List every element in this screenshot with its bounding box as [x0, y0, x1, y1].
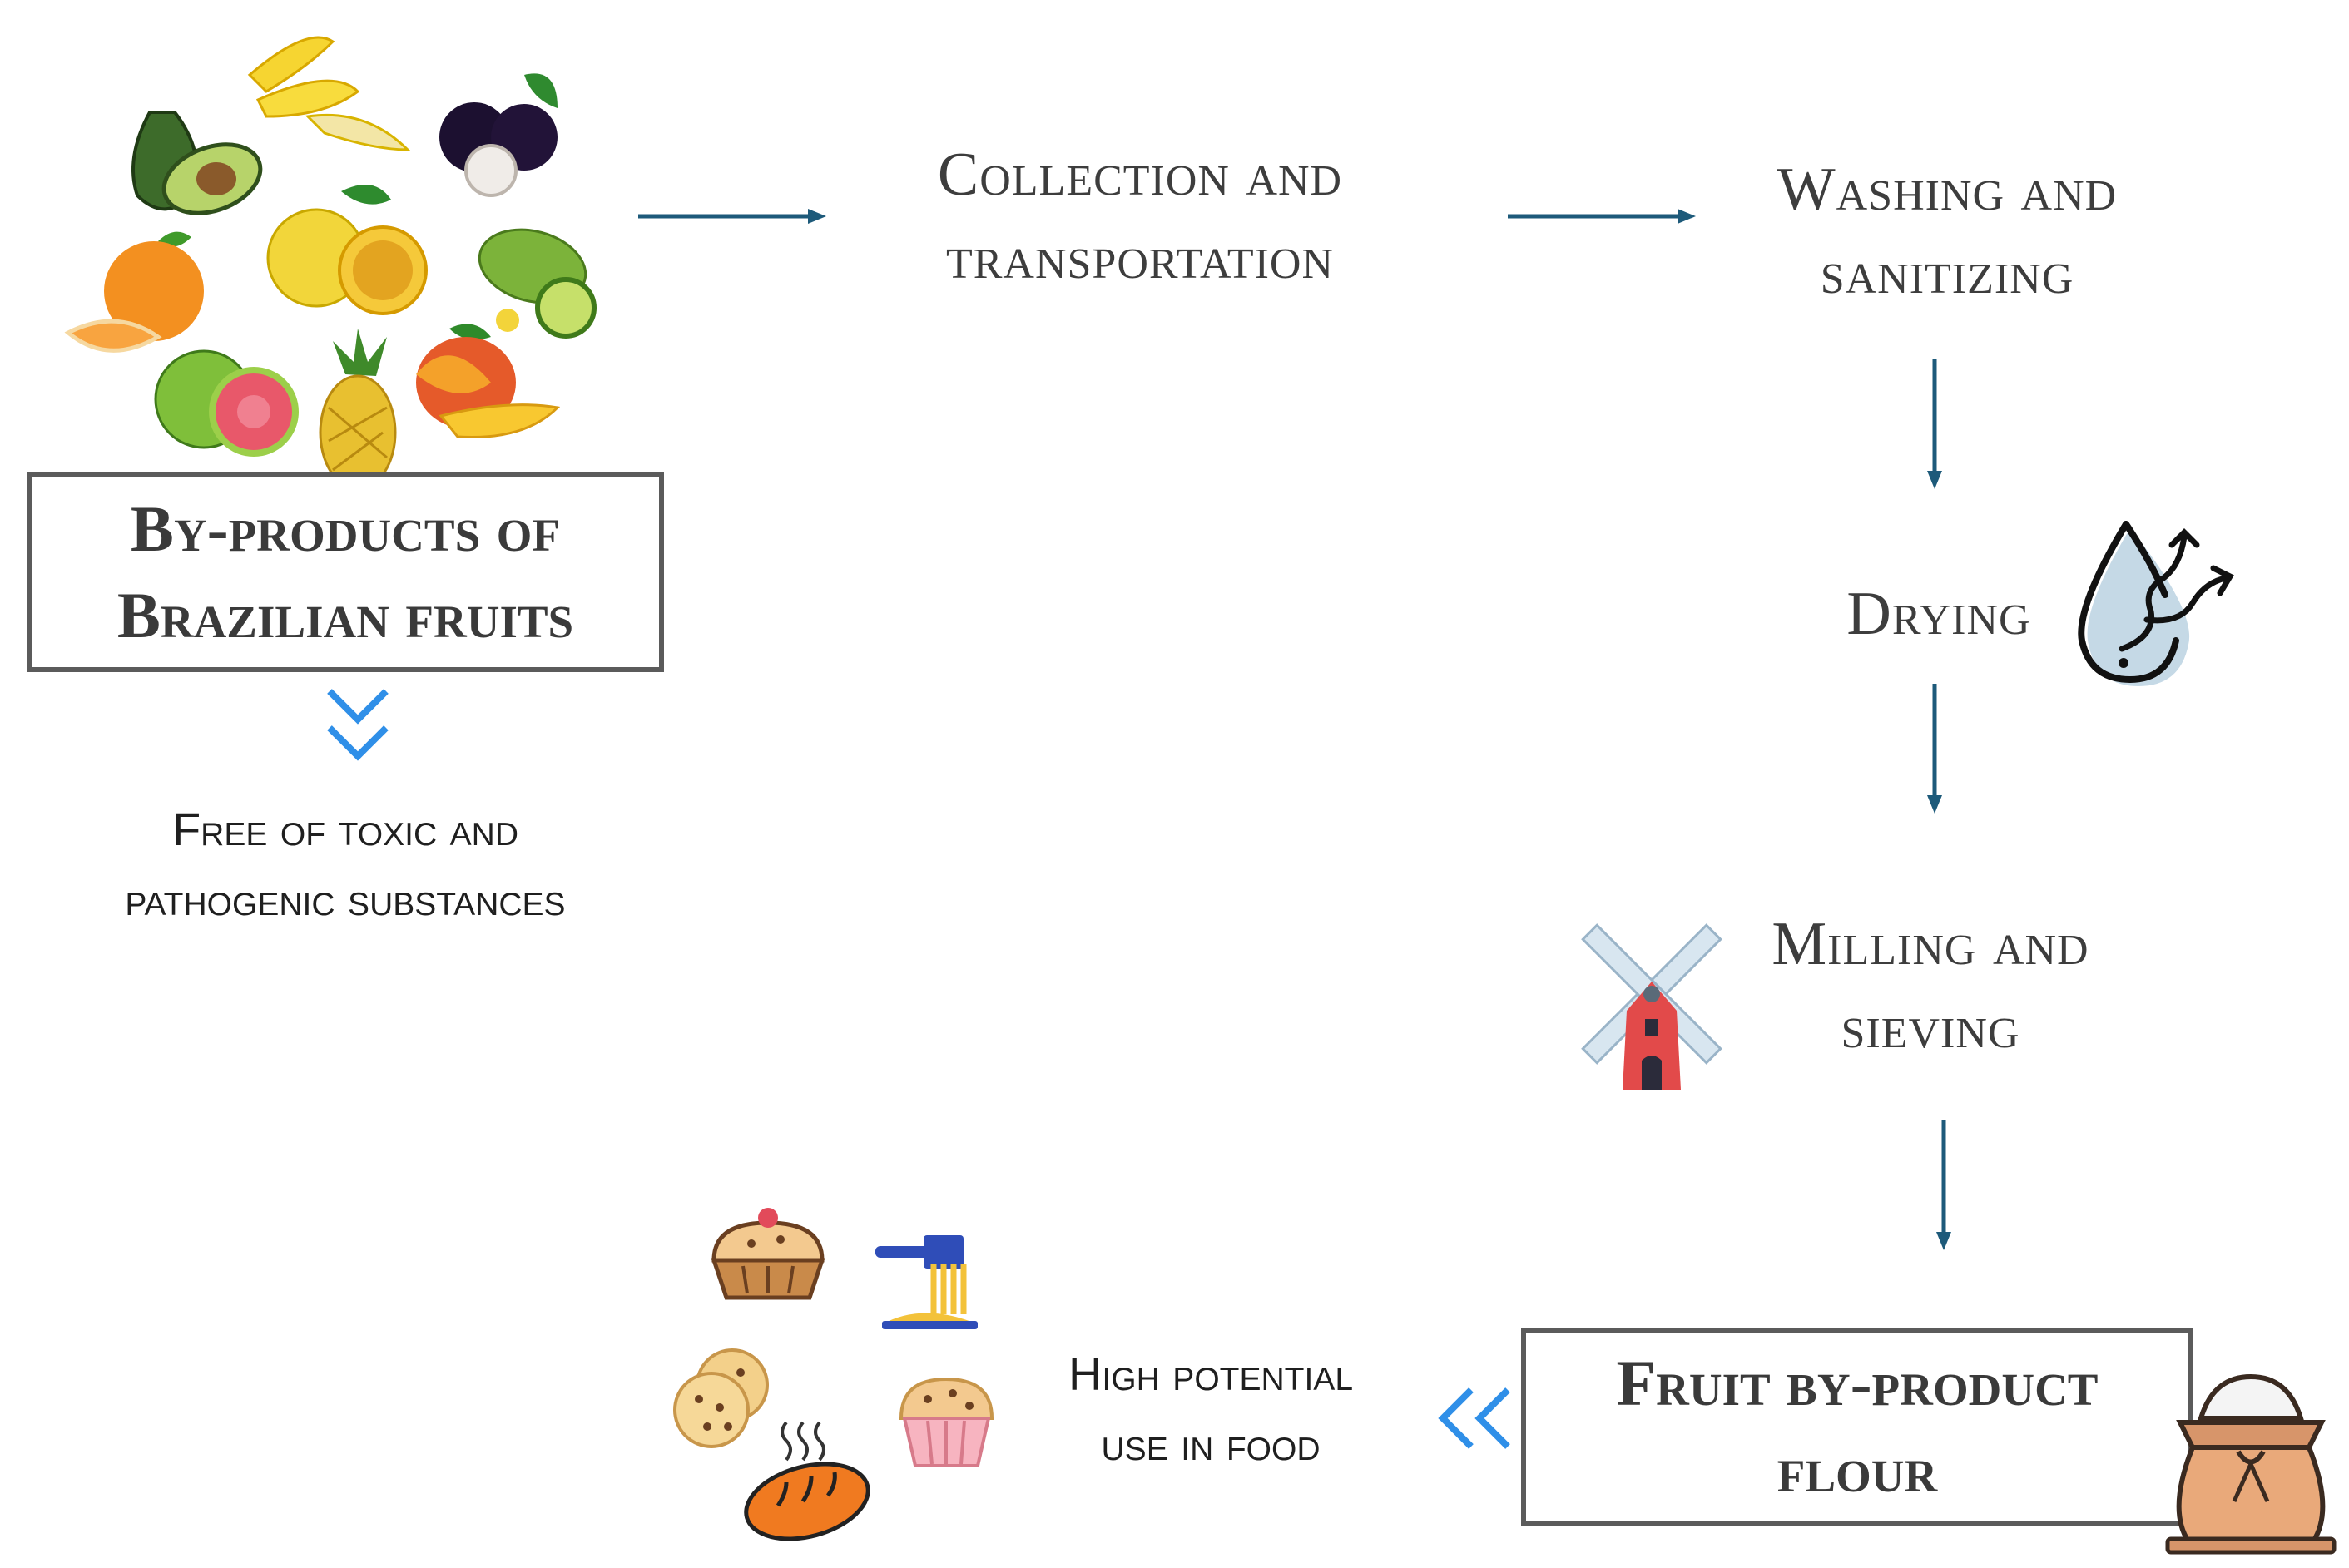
water-drop-evaporation-icon	[2078, 521, 2234, 686]
step-drying: Drying	[1789, 572, 2089, 655]
milling-line1: Milling and	[1772, 910, 2089, 978]
drying-label: Drying	[1846, 580, 2031, 648]
avocado-icon	[131, 111, 263, 215]
cookies-icon	[673, 1348, 769, 1448]
double-chevron-down-icon	[327, 689, 389, 761]
double-chevron-left-icon	[1438, 1387, 1510, 1449]
orange-icon	[64, 231, 204, 353]
guava-icon	[154, 349, 299, 457]
banana-icon	[247, 36, 411, 151]
flour-box-line1: Fruit by-product	[1616, 1347, 2099, 1419]
start-box-by-products: By-products of Brazilian fruits	[27, 472, 664, 672]
flow-arrow-washing-to-drying	[1927, 359, 1942, 489]
collection-line2: transportation	[945, 224, 1335, 292]
bread-icon	[744, 1421, 870, 1541]
washing-line2: sanitizing	[1820, 239, 2074, 307]
fruits-cluster-icon	[64, 36, 597, 491]
flow-arrow-drying-to-milling	[1927, 684, 1942, 814]
lime-icon	[478, 228, 597, 339]
flow-arrow-milling-to-flour	[1936, 1120, 1951, 1250]
free-note-line1: Free of toxic and	[171, 803, 519, 855]
step-milling-sieving: Milling and sieving	[1714, 903, 2147, 1069]
muffin-icon	[899, 1377, 994, 1467]
food-note-line2: use in food	[1101, 1417, 1321, 1470]
pie-icon	[711, 1208, 825, 1300]
mango-icon	[416, 324, 561, 439]
washing-line1: Washing and	[1777, 156, 2118, 224]
acai-icon	[439, 73, 558, 197]
flour-box-line2: flour	[1777, 1433, 1938, 1506]
pasta-fork-icon	[875, 1235, 978, 1329]
flow-arrow-collection-to-washing	[1508, 209, 1696, 224]
high-potential-food-note: High potential use in food	[999, 1339, 1423, 1479]
pineapple-icon	[319, 329, 397, 491]
step-washing-sanitizing: Washing and sanitizing	[1714, 148, 2180, 314]
start-box-line2: Brazilian fruits	[116, 579, 574, 651]
passion-fruit-icon	[266, 185, 428, 315]
free-of-toxic-note: Free of toxic and pathogenic substances	[25, 794, 666, 934]
food-note-line1: High potential	[1068, 1348, 1354, 1400]
windmill-icon	[1581, 923, 1722, 1090]
start-box-line1: By-products of	[130, 492, 561, 565]
milling-line2: sieving	[1841, 993, 2020, 1061]
step-collection-transportation: Collection and transportation	[857, 133, 1423, 299]
flour-box: Fruit by-product flour	[1521, 1328, 2193, 1526]
flour-sack-icon	[2165, 1373, 2337, 1555]
flow-arrow-start-to-collection	[638, 209, 826, 224]
collection-line1: Collection and	[937, 141, 1343, 209]
free-note-line2: pathogenic substances	[125, 873, 566, 925]
